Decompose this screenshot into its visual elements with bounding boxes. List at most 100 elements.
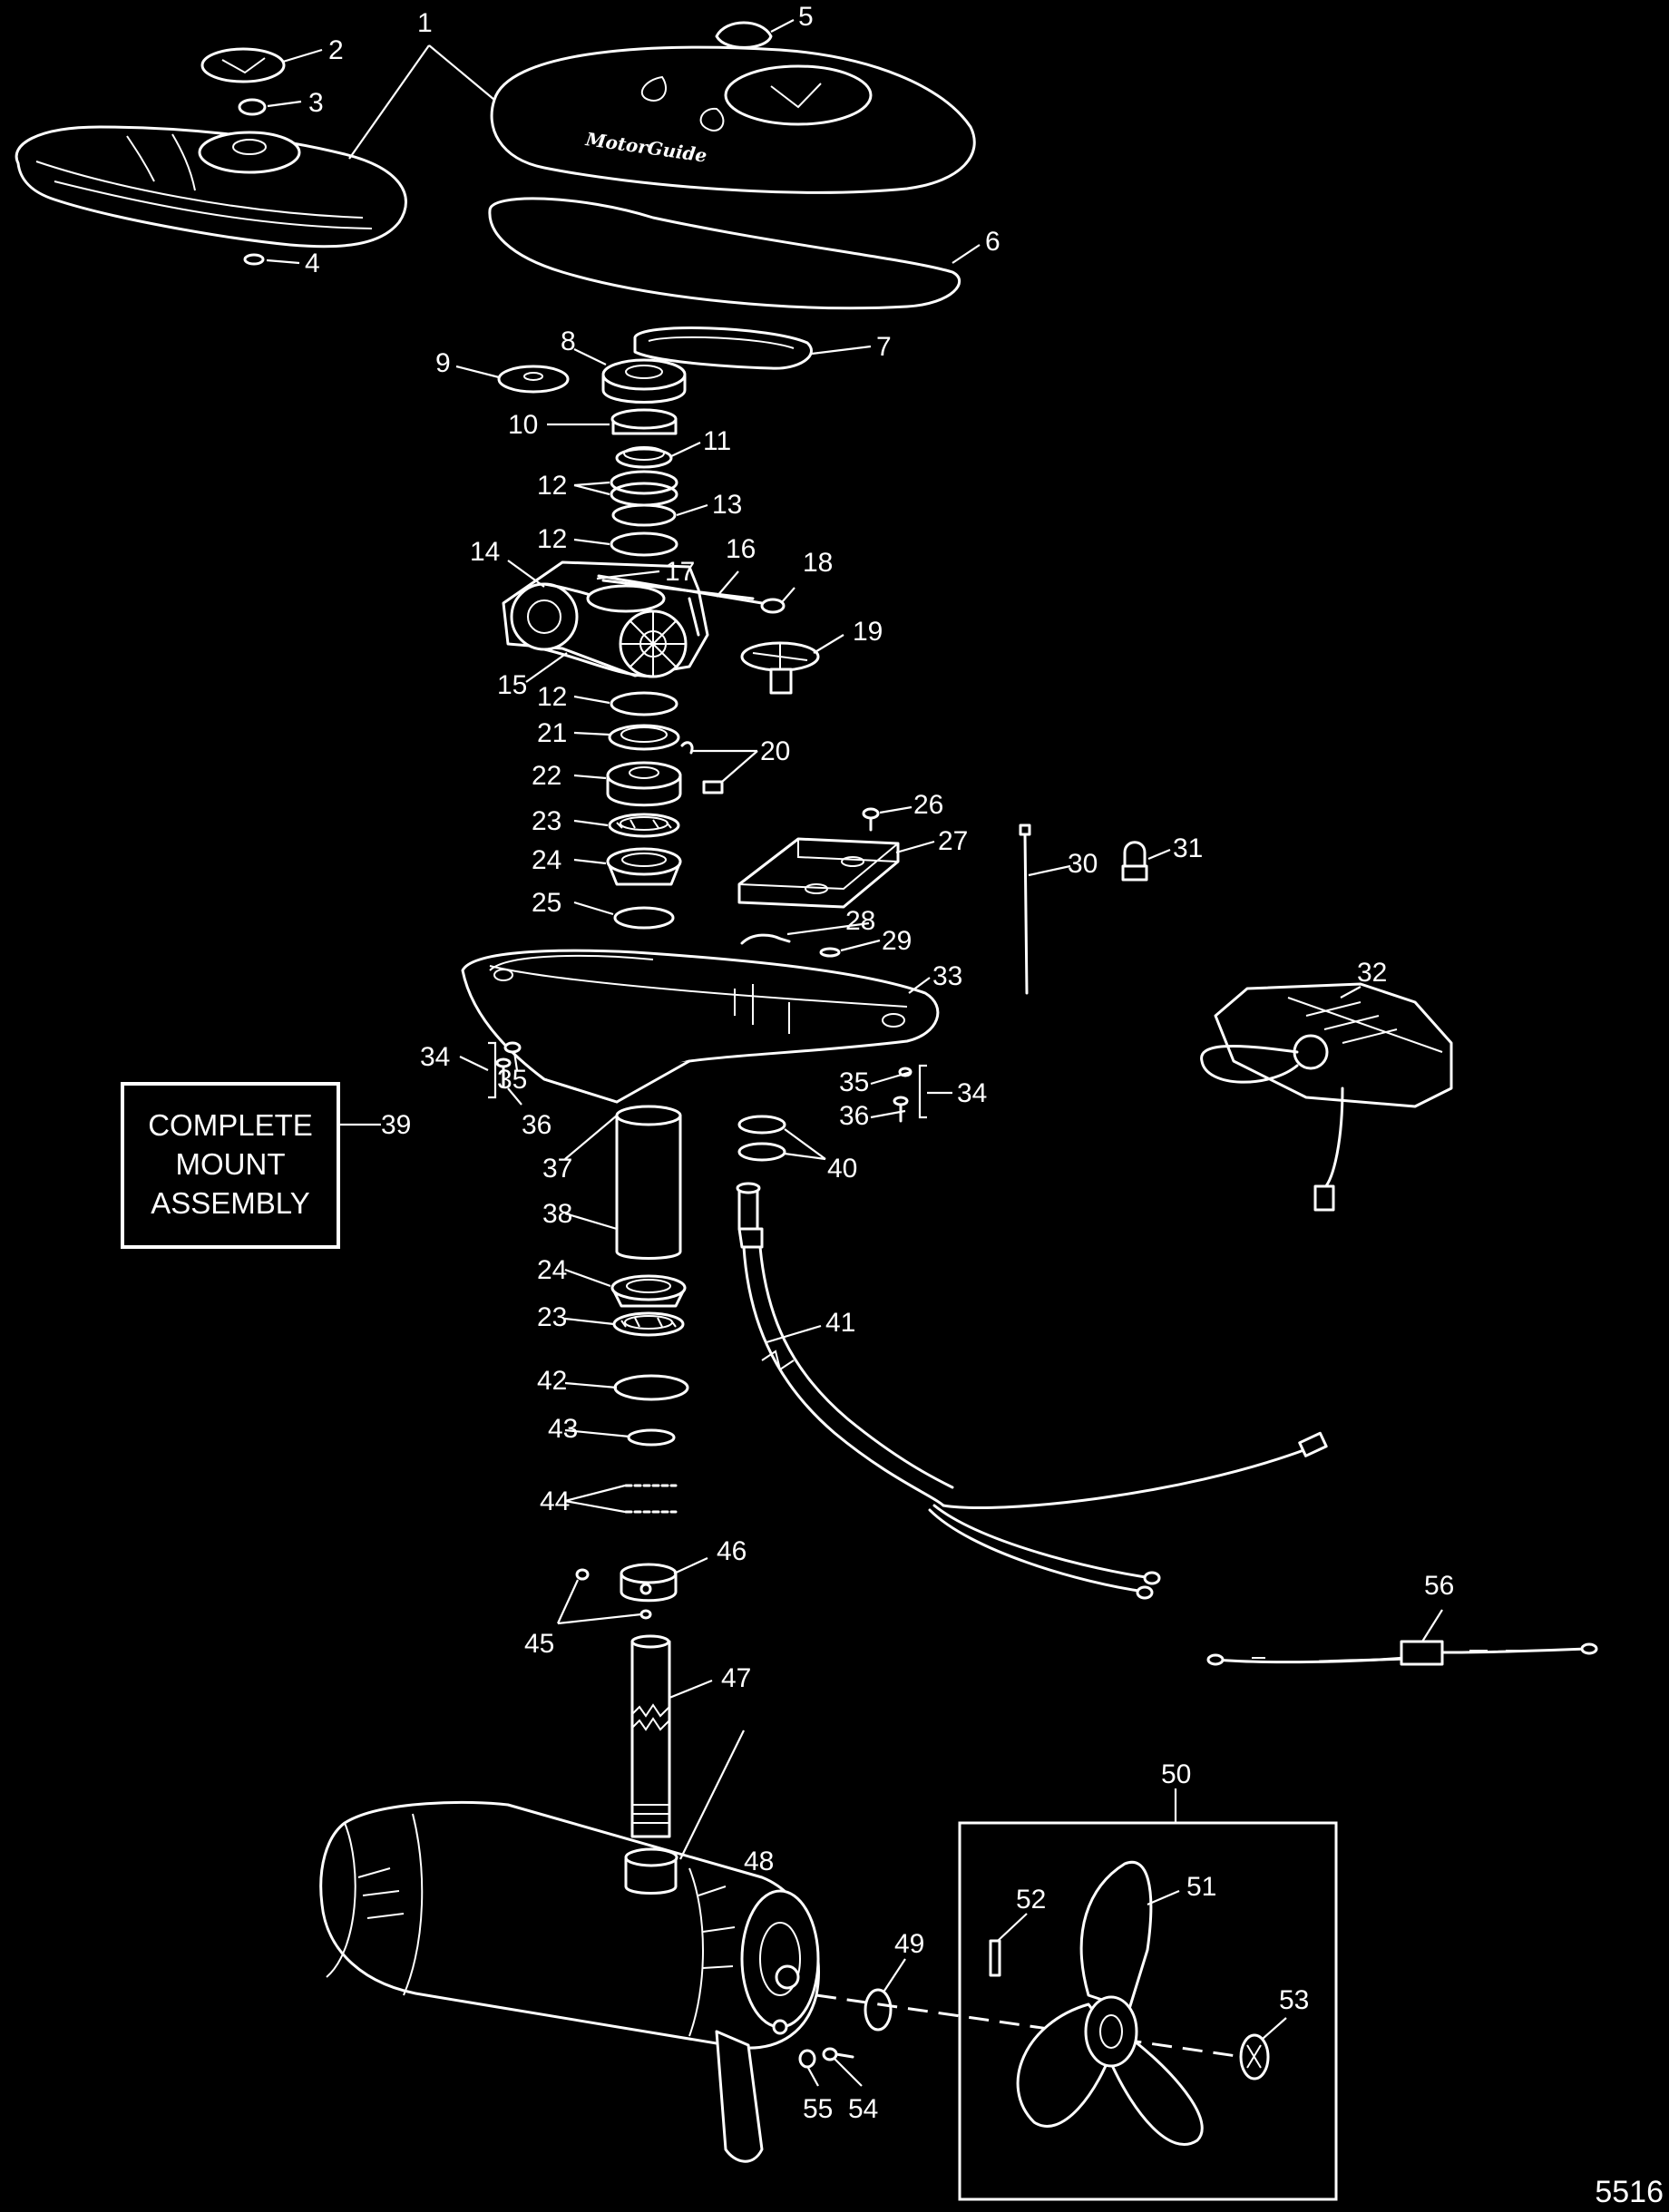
callout-18: 18 [803,548,833,578]
washer-part-12c [610,531,678,557]
callout-10: 10 [508,410,538,440]
callout-20: 20 [760,736,790,766]
callout-8: 8 [561,326,576,356]
callout-labels: 1 2 3 4 5 6 7 8 9 10 11 12 13 12 14 17 1… [305,2,1454,2124]
callout-25: 25 [532,888,561,918]
mount-box-line-2: MOUNT [176,1147,286,1181]
callout-43: 43 [548,1414,578,1444]
callout-47: 47 [721,1663,751,1693]
screw-set-left [488,1041,522,1099]
callout-54: 54 [848,2094,878,2124]
bearing-cup-part-22 [606,761,682,807]
washer-part-49 [864,1988,893,2032]
mount-box-line-3: ASSEMBLY [151,1186,309,1220]
callout-56: 56 [1424,1571,1454,1601]
washer-part-9 [497,365,570,394]
callout-26: 26 [913,790,943,820]
washer-part-29 [819,947,841,958]
screw-part-45a [575,1568,590,1581]
ring-part-42 [613,1374,689,1401]
o-ring-part-40a [737,1115,786,1135]
o-ring-part-43 [627,1428,676,1447]
ring-part-25 [613,906,675,930]
cable-part-16 [597,574,786,614]
pin-part-52 [989,1939,1001,1977]
callout-31: 31 [1173,833,1203,863]
callout-44: 44 [540,1486,570,1516]
callout-42: 42 [537,1366,567,1396]
callout-36a: 36 [522,1110,551,1140]
callout-12c: 12 [537,682,567,712]
foot-pedal-part-32 [1200,982,1453,1212]
callout-30: 30 [1068,849,1098,879]
o-ring-part-7 [633,326,813,370]
nut-part-55 [798,2049,816,2069]
callout-48: 48 [744,1847,774,1876]
callout-45: 45 [524,1629,554,1659]
top-cover-right: MotorGuide [490,45,976,194]
mount-base-part-33 [461,949,940,1104]
harness-part-41 [736,1182,1328,1600]
shaft-part-47 [630,1634,671,1838]
clip-part-28 [740,933,791,945]
callout-2: 2 [328,35,344,65]
callout-41: 41 [825,1308,855,1338]
cable-tie-part-30 [1019,823,1031,995]
collar-part-46 [620,1563,678,1603]
callout-3: 3 [308,88,324,118]
callout-13: 13 [712,490,742,520]
callout-17: 17 [665,557,695,587]
callout-32: 32 [1357,958,1387,988]
washer-part-12d [610,691,678,716]
callout-19: 19 [853,617,883,647]
nut-part-53 [1239,2033,1270,2080]
mount-box-line-1: COMPLETE [148,1108,313,1142]
callout-36b: 36 [839,1101,869,1131]
callout-24a: 24 [532,845,561,875]
prop-axis-line [815,1993,1244,2059]
callout-9: 9 [435,348,451,378]
callout-4: 4 [305,248,320,278]
callout-37: 37 [542,1154,572,1184]
ring-part-13 [611,503,677,527]
spring-part-11 [615,446,673,469]
callout-1: 1 [417,8,433,38]
callout-50: 50 [1161,1759,1191,1789]
nut-part-3 [238,98,267,116]
leader-lines [266,19,1443,2087]
screw-part-26 [862,807,880,832]
callout-7: 7 [876,332,892,362]
bearing-part-23b [612,1311,685,1337]
callout-15: 15 [497,670,527,700]
race-part-24b [610,1274,687,1308]
callout-53: 53 [1279,1985,1309,2015]
cap-part-31 [1121,841,1148,882]
bracket-part-27 [737,837,900,909]
callout-5: 5 [798,2,814,32]
callout-23b: 23 [537,1302,567,1332]
callout-12a: 12 [537,471,567,501]
callout-21: 21 [537,718,567,748]
screw-part-45b [639,1609,652,1620]
knob-part-2 [200,47,286,83]
clips-part-44 [624,1484,678,1514]
callout-38: 38 [542,1199,572,1229]
callout-40: 40 [827,1154,857,1184]
callout-16: 16 [726,534,756,564]
callout-34a: 34 [420,1042,450,1072]
callout-34b: 34 [957,1078,987,1108]
callout-29: 29 [882,926,912,956]
callout-12b: 12 [537,524,567,554]
gear-housing-part-14 [502,560,755,678]
washer-part-4 [243,253,265,266]
callout-6: 6 [985,227,1000,257]
callout-27: 27 [938,826,968,856]
nut-part-10 [610,408,678,435]
harness-part-56 [1206,1640,1598,1666]
prop-kit-box [958,1821,1338,2201]
motor-part-48 [319,1800,820,2163]
callout-55: 55 [803,2094,833,2124]
top-cover-left [15,125,407,248]
callout-49: 49 [894,1929,924,1959]
